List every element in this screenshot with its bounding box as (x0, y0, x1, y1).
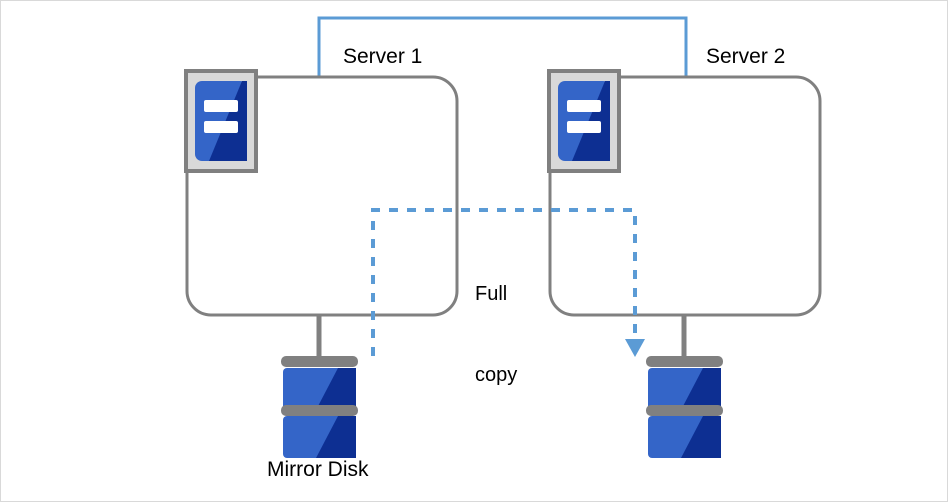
server-2-label: Server 2 (706, 45, 786, 68)
full-copy-label-line1: Full (475, 283, 508, 305)
full-copy-label: Full copy (475, 227, 517, 443)
server-icon (547, 69, 621, 173)
server-1-label: Server 1 (343, 45, 423, 68)
mirror-disk-1 (281, 356, 358, 458)
full-copy-label-line2: copy (475, 364, 518, 386)
mirror-disk-label: Mirror Disk (267, 458, 369, 481)
server-icon (184, 69, 258, 173)
interconnect-line (317, 16, 688, 77)
full-copy-flow (371, 208, 645, 357)
mirror-disk-2 (646, 356, 723, 458)
